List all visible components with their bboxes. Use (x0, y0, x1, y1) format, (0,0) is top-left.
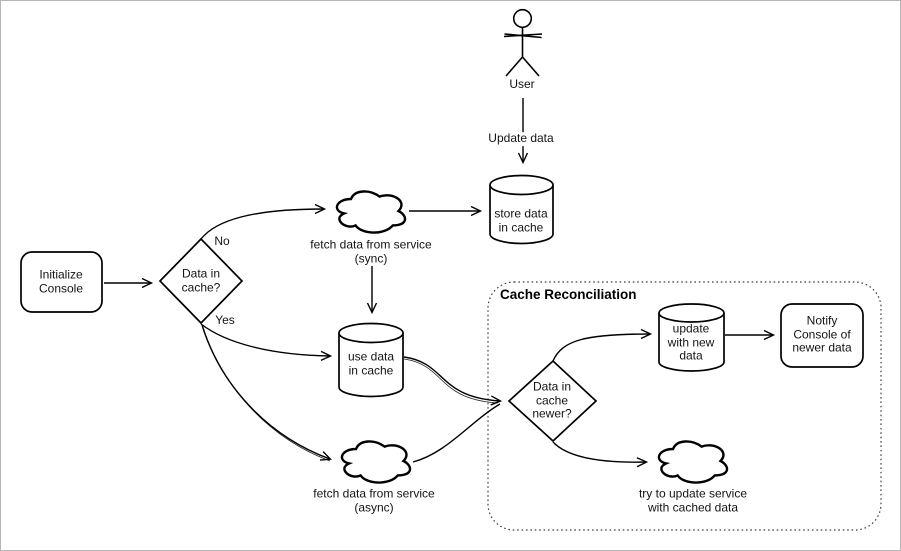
node-update-new-data-cylinder (658, 303, 725, 372)
node-try-update-cloud (657, 440, 729, 484)
edge-yes-to-use (200, 323, 333, 361)
edge-use-to-newer-check-sketch (403, 358, 499, 404)
edge-newer-to-update (552, 328, 653, 362)
edge-fetch-async-to-newer-check (412, 403, 501, 463)
edge-newer-to-try-update (552, 441, 649, 468)
node-notify-console (780, 303, 864, 368)
node-init-console (20, 251, 103, 313)
node-fetch-sync-cloud (335, 190, 407, 234)
node-store-cache-cylinder (489, 174, 554, 245)
node-use-cache-cylinder (338, 322, 404, 398)
node-fetch-async-cloud (340, 440, 412, 484)
cache-reconciliation-group (487, 281, 882, 531)
user-actor-icon (503, 8, 543, 77)
node-cache-check-diamond (158, 237, 244, 325)
edge-use-to-newer-check (403, 356, 503, 406)
node-cache-newer-diamond (507, 359, 598, 443)
edge-yes-to-fetch-async-sketch (202, 326, 331, 462)
connectors (104, 98, 776, 468)
edge-yes-to-fetch-async (201, 324, 333, 461)
edge-no-to-fetch-sync (200, 203, 327, 240)
